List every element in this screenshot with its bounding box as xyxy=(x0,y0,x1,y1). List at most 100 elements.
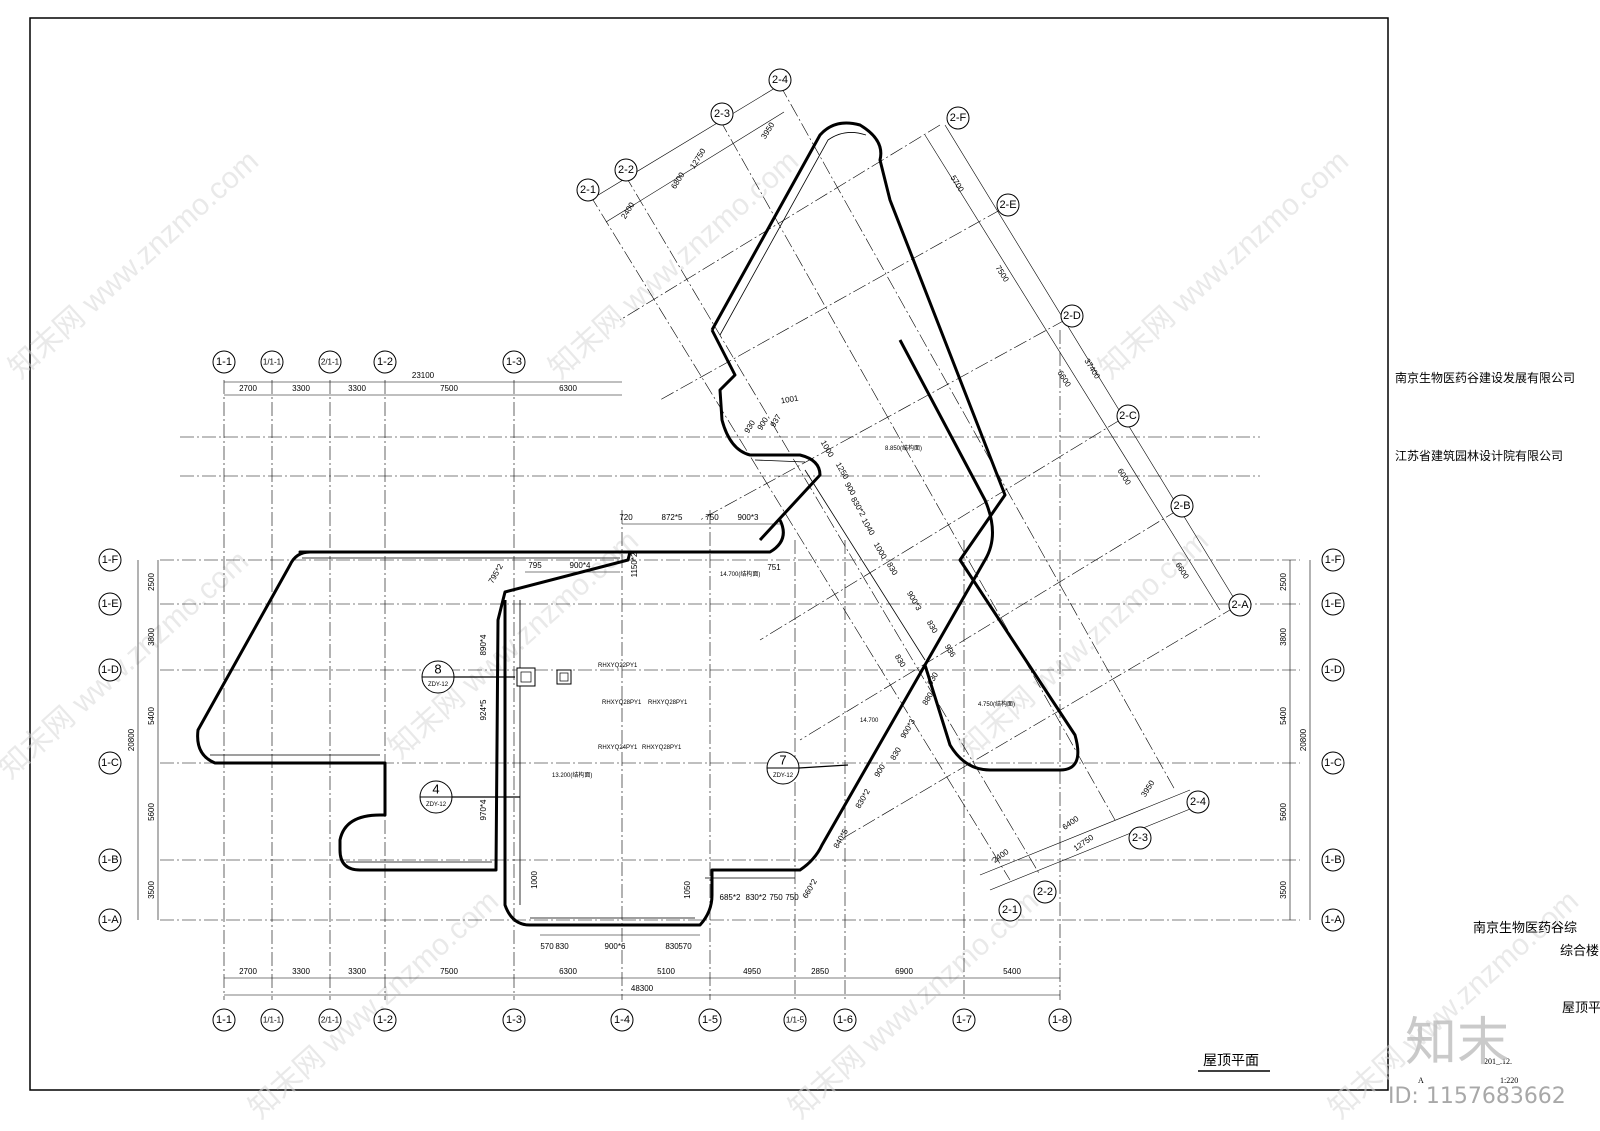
elevation-mark: 14.700 xyxy=(860,718,879,724)
west-wing-roof-edge xyxy=(196,550,632,872)
slanted-detail-dimensions: 1001 930 900 937 1000 1250 900 830*2 104… xyxy=(743,393,958,900)
dim-bottom: 4950 xyxy=(743,967,761,976)
equipment-label: RHXYQ28PY1 xyxy=(642,745,682,751)
detail-dim: 900*4 xyxy=(570,561,591,570)
dim-top: 3300 xyxy=(348,384,366,393)
dim-diag-top: 6800 xyxy=(669,170,686,190)
axis-label: 1-A xyxy=(1324,914,1342,926)
callout-number: 7 xyxy=(779,753,786,768)
watermark: 知末网 www.znzmo.com xyxy=(3,144,265,385)
designer-name: 江苏省建筑园林设计院有限公司 xyxy=(1395,448,1563,463)
dim-bottom: 3300 xyxy=(348,967,366,976)
callout-ref: ZDY-12 xyxy=(426,802,447,808)
callout-ref: ZDY-12 xyxy=(773,773,794,779)
sheet-code: A xyxy=(1418,1076,1424,1085)
detail-dim: 795*2 xyxy=(487,562,506,585)
dim-left: 5600 xyxy=(147,803,156,821)
detail-dim: 830*2 xyxy=(746,893,767,902)
dim-right: 5400 xyxy=(1279,707,1288,725)
roof-fan-icon xyxy=(516,667,536,687)
axis-label: 1-D xyxy=(101,664,119,676)
top-dimensions: 23100 2700 3300 3300 7500 6300 xyxy=(224,371,622,396)
detail-dim: 660*2 xyxy=(801,877,820,900)
brand-logo: 知末 xyxy=(1405,1013,1509,1073)
roof-fan-icon xyxy=(556,669,572,685)
detail-dim: 840*5 xyxy=(832,827,851,850)
watermark: 知末网 www.znzmo.com xyxy=(243,884,505,1125)
axis-label: 2-3 xyxy=(714,108,730,120)
axis-label: 2-B xyxy=(1173,500,1190,512)
diagonal-right-dimensions: 5700 7500 6600 6000 6600 37400 2-F 2-E 2… xyxy=(924,106,1252,617)
dim-right: 3500 xyxy=(1279,881,1288,899)
axis-label: 1-5 xyxy=(702,1014,718,1026)
drawing-title-text: 屋顶平面 xyxy=(1203,1054,1259,1069)
client-name: 南京生物医药谷建设发展有限公司 xyxy=(1395,370,1575,385)
detail-dim: 1000 xyxy=(819,439,836,459)
sheet-title: 屋顶平 xyxy=(1562,1000,1600,1015)
detail-dim: 751 xyxy=(767,563,781,572)
axis-label: 1/1-1 xyxy=(263,358,282,367)
watermark: 知末网 www.znzmo.com xyxy=(1093,144,1355,385)
axis-label: 1-1 xyxy=(216,1014,232,1026)
detail-dim: 1000 xyxy=(872,541,889,561)
axis-label: 2-E xyxy=(999,199,1016,211)
detail-dim: 830*2 xyxy=(849,495,868,518)
scale: 1:220 xyxy=(1500,1076,1518,1085)
dim-left-total: 20800 xyxy=(127,728,136,751)
dim-right: 2500 xyxy=(1279,573,1288,591)
detail-dim: 570 xyxy=(678,942,692,951)
axis-label: 1-8 xyxy=(1052,1014,1068,1026)
building-name: 综合楼 xyxy=(1560,943,1599,958)
bottom-axis-bubbles: 1-1 1/1-1 2/1-1 1-2 1-3 1-4 1-5 1/1-5 1-… xyxy=(212,1008,1072,1032)
date: 201_.12. xyxy=(1484,1057,1512,1066)
detail-dim: 1040 xyxy=(860,517,877,537)
parapet-strip xyxy=(519,469,926,919)
right-dimensions: 2500 3800 5400 5600 3500 20800 xyxy=(1279,560,1311,920)
drawing-title: 屋顶平面 xyxy=(1198,1054,1270,1072)
diagonal-grid-lines xyxy=(589,84,1236,881)
detail-dim: 750 xyxy=(769,893,783,902)
detail-dim: 890*4 xyxy=(479,634,488,655)
detail-dim: 900 xyxy=(843,481,858,498)
north-wing-west-edge xyxy=(710,329,822,542)
axis-label: 2-1 xyxy=(1002,904,1018,916)
axis-label: 2/1-1 xyxy=(321,358,340,367)
detail-dim: 900*6 xyxy=(605,942,626,951)
dim-top-total: 23100 xyxy=(412,371,435,380)
axis-label: 2-2 xyxy=(618,164,634,176)
right-axis-bubbles: 1-F 1-E 1-D 1-C 1-B 1-A xyxy=(1321,548,1345,932)
axis-label: 2-1 xyxy=(580,184,596,196)
dim-right-total: 20800 xyxy=(1299,728,1308,751)
dim-diag-bottom-total: 12750 xyxy=(1072,833,1096,853)
axis-label: 1-D xyxy=(1324,664,1342,676)
elevation-mark: 4.750(结构面) xyxy=(978,700,1015,708)
dim-bottom: 6300 xyxy=(559,967,577,976)
dim-bottom: 5100 xyxy=(657,967,675,976)
detail-dim: 830 xyxy=(555,942,569,951)
detail-dim: 900 xyxy=(873,762,888,779)
dim-bottom-total: 48300 xyxy=(631,984,654,993)
axis-label: 1-F xyxy=(1325,554,1342,566)
detail-dim: 1000 xyxy=(530,871,539,889)
detail-dim: 830*2 xyxy=(854,787,873,810)
callout-ref: ZDY-12 xyxy=(428,682,449,688)
dim-diag-right: 6600 xyxy=(1056,369,1073,389)
detail-dimensions: 720 872*5 750 900*3 795 900*4 570 830 90… xyxy=(479,513,799,951)
axis-label: 1-C xyxy=(1324,757,1342,769)
dim-diag-right: 7500 xyxy=(994,264,1011,284)
detail-dim: 830 xyxy=(885,561,900,578)
central-block-roof-edge xyxy=(503,519,927,927)
axis-label: 2/1-1 xyxy=(321,1016,340,1025)
detail-dim: 937 xyxy=(769,412,784,429)
axis-label: 1-E xyxy=(101,598,118,610)
detail-dim: 900*3 xyxy=(905,589,924,612)
axis-label: 1-6 xyxy=(837,1014,853,1026)
axis-label: 2-4 xyxy=(772,74,788,86)
dim-top: 3300 xyxy=(292,384,310,393)
elevation-mark: 14.700(结构面) xyxy=(720,570,760,578)
dim-diag-bottom: 2400 xyxy=(991,847,1011,865)
detail-dim: 795 xyxy=(528,561,542,570)
axis-label: 1-2 xyxy=(377,356,393,368)
detail-dim: 924*5 xyxy=(479,699,488,720)
